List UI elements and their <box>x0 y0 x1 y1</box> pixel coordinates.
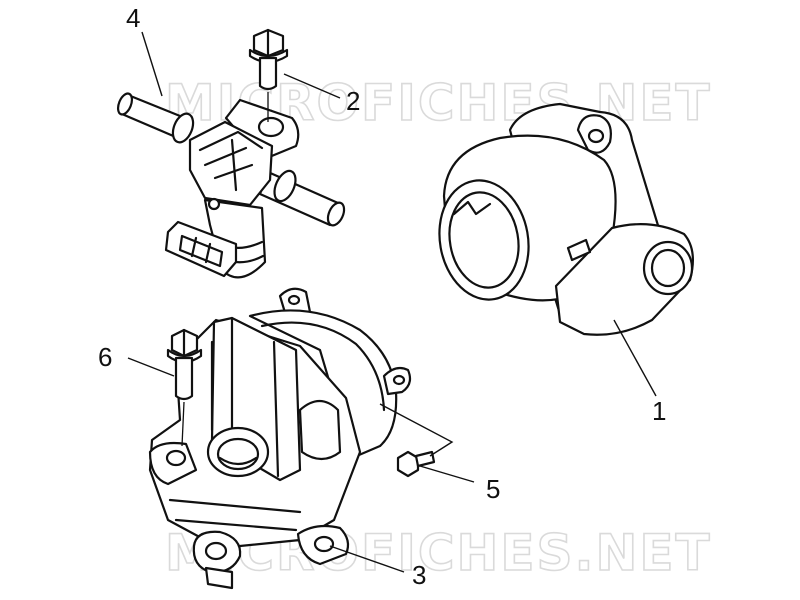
part-2-bolt <box>248 28 289 122</box>
callout-1: 1 <box>652 396 666 426</box>
part-5-small-bolt <box>396 450 436 478</box>
leader-lines <box>127 31 657 573</box>
part-1-sensor <box>438 102 695 336</box>
callout-2: 2 <box>346 86 360 116</box>
callout-3: 3 <box>412 560 426 590</box>
callout-5: 5 <box>486 474 500 504</box>
part-4-fuel-injector <box>116 92 346 279</box>
part-6-bolt <box>166 328 203 447</box>
callout-6: 6 <box>98 342 112 372</box>
callout-labels: 4 2 1 6 5 3 <box>98 3 666 590</box>
part-3-throttle-body <box>148 287 412 590</box>
callout-4: 4 <box>126 3 140 33</box>
